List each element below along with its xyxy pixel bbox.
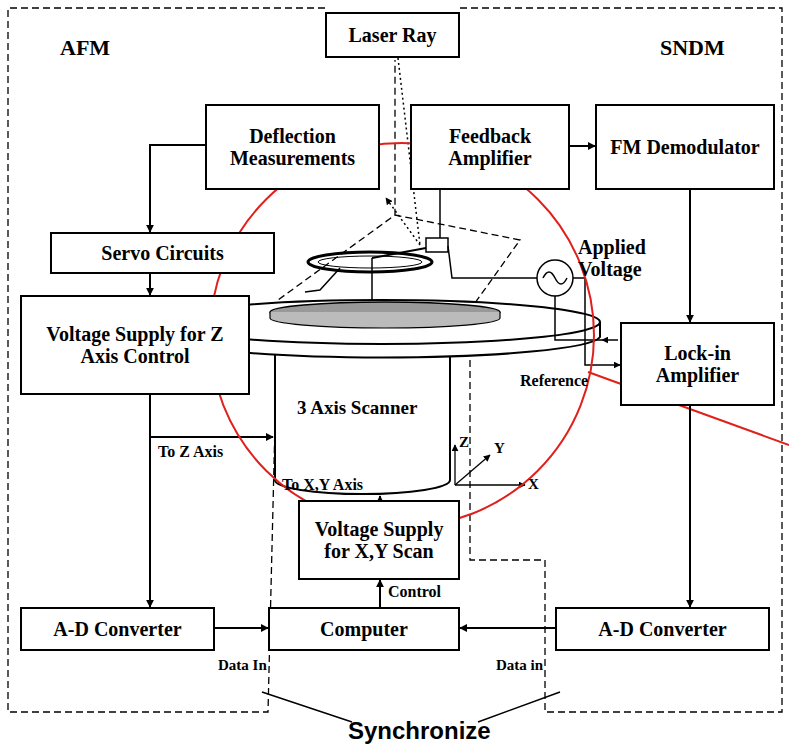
text-label: SNDM	[660, 36, 725, 60]
connector-arrow	[149, 395, 151, 607]
text-label: AFM	[60, 36, 110, 60]
box-label: Voltage Supply for Z Axis Control	[28, 323, 242, 368]
text-label: To X,Y Axis	[282, 476, 363, 494]
process-box: FM Demodulator	[595, 104, 775, 190]
connector-arrow	[149, 274, 151, 295]
box-label: Deflection Measurements	[213, 125, 372, 170]
connector-arrow	[570, 145, 595, 147]
cantilever	[372, 248, 426, 258]
process-box: Voltage Supply for Z Axis Control	[20, 295, 250, 395]
sample-plate-edge	[270, 312, 500, 328]
box-label: Laser Ray	[349, 24, 437, 46]
scanner-cylinder	[275, 345, 450, 494]
to-z-wire	[150, 436, 273, 438]
process-box: Voltage Supply for X,Y Scan	[298, 500, 460, 580]
process-box: Deflection Measurements	[205, 104, 380, 190]
box-label: A-D Converter	[598, 618, 726, 640]
text-label: Y	[494, 440, 505, 457]
ring-electrode-inner	[318, 256, 422, 268]
tip	[371, 258, 373, 300]
ac-source	[537, 260, 573, 296]
box-text-group: Voltage Supply for X,Y Scan	[306, 518, 452, 563]
text-label: 3 Axis Scanner	[297, 398, 417, 419]
box-text-group: Voltage Supply for Z Axis Control	[28, 323, 242, 368]
box-text-group: Computer	[320, 618, 408, 640]
source-wire	[448, 246, 537, 278]
connector-arrow	[215, 627, 268, 629]
connector-arrow	[689, 406, 691, 607]
probe-wire	[439, 190, 441, 238]
highlight-circle	[210, 143, 594, 527]
connector-arrow	[689, 190, 691, 322]
process-box: Feedback Amplifier	[410, 104, 570, 190]
box-label: A-D Converter	[53, 618, 181, 640]
connector-arrow	[379, 580, 381, 607]
text-label: Reference	[520, 372, 588, 390]
box-label: Feedback Amplifier	[418, 125, 562, 170]
process-box: A-D Converter	[20, 607, 215, 651]
box-label: FM Demodulator	[610, 136, 759, 158]
text-label: Z	[459, 434, 469, 451]
box-label: Servo Circuits	[101, 242, 223, 264]
axis-symbol	[455, 445, 525, 485]
reference-wire	[573, 278, 620, 365]
ac-sine	[543, 272, 567, 284]
box-label: Computer	[320, 618, 408, 640]
box-text-group: Laser Ray	[349, 24, 437, 46]
text-label: Data in	[496, 657, 543, 674]
process-box: A-D Converter	[555, 607, 770, 651]
box-text-group: Lock-in Amplifier	[628, 342, 767, 387]
box-text-group: Servo Circuits	[101, 242, 223, 264]
box-label: Lock-in Amplifier	[628, 342, 767, 387]
text-label: Synchronize	[348, 718, 491, 744]
connector-arrow	[460, 627, 555, 629]
process-box: Computer	[268, 607, 460, 651]
probe-holder	[426, 238, 448, 252]
text-label: Data In	[218, 657, 267, 674]
text-label: X	[528, 476, 539, 493]
edge-label: Control	[386, 583, 443, 601]
box-text-group: Deflection Measurements	[213, 125, 372, 170]
box-label: Voltage Supply for X,Y Scan	[306, 518, 452, 563]
box-text-group: Feedback Amplifier	[418, 125, 562, 170]
process-box: Servo Circuits	[50, 232, 275, 274]
process-box: Laser Ray	[325, 12, 460, 58]
process-box: Lock-in Amplifier	[620, 322, 775, 406]
box-text-group: FM Demodulator	[610, 136, 759, 158]
connector-arrow	[150, 145, 205, 232]
text-label: To Z Axis	[158, 443, 223, 461]
box-text-group: A-D Converter	[53, 618, 181, 640]
box-text-group: A-D Converter	[598, 618, 726, 640]
text-label: Applied Voltage	[578, 236, 688, 280]
ring-electrode	[308, 252, 432, 272]
ring-lead	[305, 268, 340, 292]
stage-feed	[602, 339, 618, 341]
reflected-beam	[386, 198, 420, 245]
